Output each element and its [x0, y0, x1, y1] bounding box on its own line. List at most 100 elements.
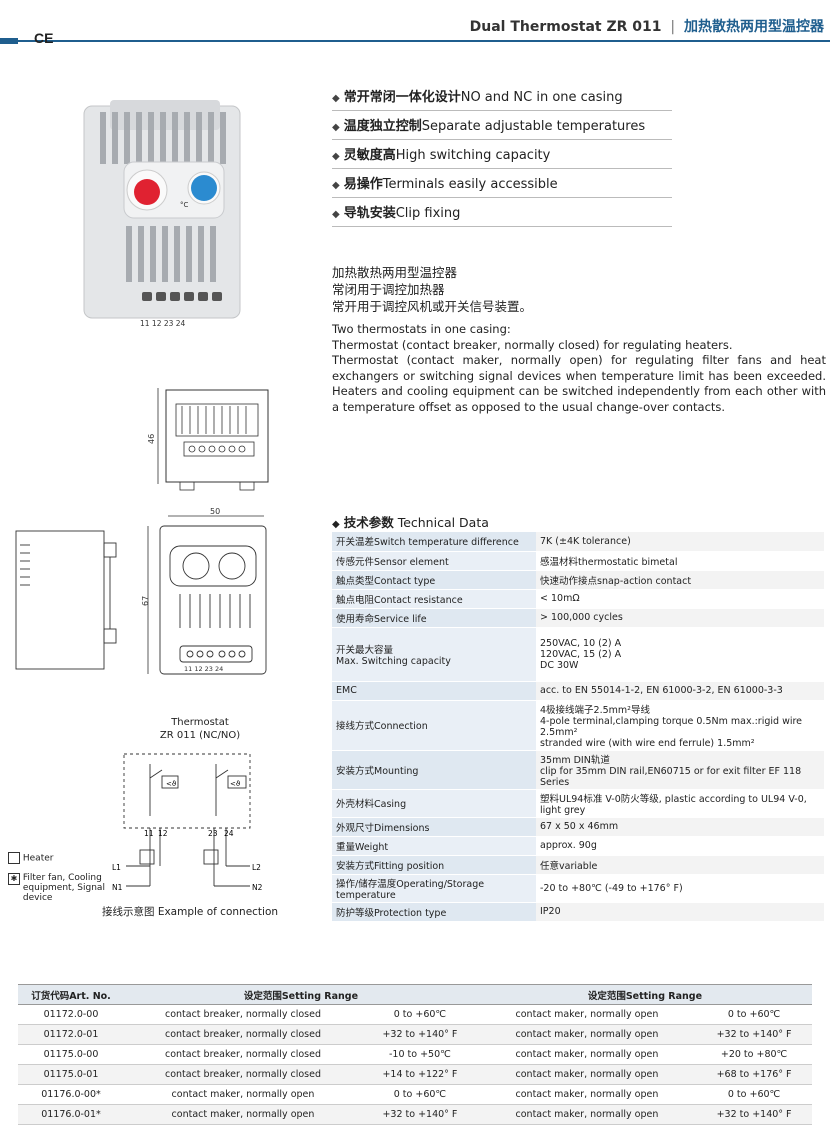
- tech-value-line: 67 x 50 x 46mm: [540, 821, 619, 832]
- feature-zh: 导轨安装: [343, 206, 396, 221]
- tech-value-line: 7K (±4K tolerance): [540, 535, 631, 547]
- desc-zh-line: 加热散热两用型温控器: [332, 265, 458, 280]
- tech-key: 重量Weight: [332, 836, 536, 856]
- page-title: Dual Thermostat ZR 011 | 加热散热两用型温控器: [470, 16, 824, 36]
- feature-zh: 常开常闭一体化设计: [343, 90, 461, 105]
- order-cell: contact breaker, normally closed: [124, 1004, 362, 1025]
- tech-value-line: > 100,000 cycles: [540, 612, 623, 623]
- tech-key: 触点类型Contact type: [332, 570, 536, 590]
- theta-right: <ϑ: [230, 780, 240, 788]
- tech-row: 触点电阻Contact resistance< 10mΩ: [332, 589, 824, 609]
- tech-value-line: 任意variable: [540, 860, 598, 872]
- front-terminals: 11 12 23 24: [184, 665, 223, 673]
- legend-fan: ✱ Filter fan, Cooling equipment, Signal …: [8, 873, 112, 903]
- desc-zh-line: 常闭用于调控加热器: [332, 282, 445, 297]
- legend-heater: Heater: [8, 852, 53, 864]
- order-cell: +32 to +140° F: [361, 1024, 478, 1045]
- order-cell: contact breaker, normally closed: [124, 1064, 362, 1085]
- feature-item: ◆导轨安装Clip fixing: [332, 204, 672, 227]
- tech-key: 使用寿命Service life: [332, 608, 536, 628]
- tech-value: > 100,000 cycles: [536, 608, 824, 628]
- fan-icon: ✱: [8, 873, 20, 885]
- order-cell: 0 to +60℃: [696, 1004, 812, 1025]
- tech-value-line: 快速动作接点snap-action contact: [540, 575, 692, 587]
- diamond-bullet-icon: ◆: [332, 180, 340, 191]
- order-cell: 01172.0-00: [18, 1004, 124, 1025]
- order-table: 订货代码Art. No. 设定范围Setting Range 设定范围Setti…: [18, 984, 812, 1125]
- feature-item: ◆易操作Terminals easily accessible: [332, 175, 672, 198]
- order-header-range-2: 设定范围Setting Range: [477, 984, 812, 1005]
- feature-item: ◆温度独立控制Separate adjustable temperatures: [332, 117, 672, 140]
- diamond-bullet-icon: ◆: [332, 122, 340, 133]
- tech-title-zh: 技术参数: [343, 515, 394, 530]
- term-24: 24: [224, 829, 234, 838]
- header-rule: [0, 40, 830, 42]
- tech-value: < 10mΩ: [536, 589, 824, 609]
- tech-key: 安装方式Fitting position: [332, 855, 536, 875]
- wiring-schematic: <ϑ <ϑ 11 12 23 24 L1 N1 L2 N2: [112, 753, 263, 892]
- tech-value-line: DC 30W: [540, 659, 579, 671]
- dim-50: 50: [210, 507, 220, 516]
- dial-red-icon: [134, 179, 160, 205]
- label-L2: L2: [252, 863, 261, 872]
- schematic-caption: 接线示意图 Example of connection: [102, 906, 279, 918]
- title-separator: |: [670, 19, 676, 35]
- tech-key: 接线方式Connection: [332, 700, 536, 751]
- dim-46: 46: [148, 434, 156, 444]
- tech-value: 67 x 50 x 46mm: [536, 817, 824, 837]
- tech-row: 触点类型Contact type 快速动作接点snap-action contac…: [332, 570, 824, 590]
- tech-key: EMC: [332, 681, 536, 701]
- label-N1: N1: [112, 883, 123, 892]
- order-cell: contact maker, normally open: [477, 1044, 697, 1065]
- tech-row: 使用寿命Service life > 100,000 cycles: [332, 608, 824, 628]
- tech-value-line: 120VAC, 15 (2) A: [540, 648, 622, 660]
- order-cell: 0 to +60℃: [696, 1084, 812, 1105]
- tech-row: 安装方式Fitting position 任意variable: [332, 855, 824, 875]
- tech-value-line: 4极接线端子2.5mm²导线: [540, 704, 650, 716]
- feature-en: NO and NC in one casing: [460, 90, 623, 105]
- tech-title-en: Technical Data: [397, 515, 489, 530]
- schematic-title-line1: Thermostat: [171, 717, 229, 728]
- drawing-side: 46: [148, 388, 269, 491]
- tech-row: 操作/储存温度Operating/Storage temperature-20 …: [332, 874, 824, 903]
- order-cell: contact maker, normally open: [477, 1104, 697, 1125]
- drawing-profile: [15, 530, 117, 670]
- tech-key: 外壳材料Casing: [332, 789, 536, 818]
- order-cell: 01175.0-01: [18, 1064, 124, 1085]
- tech-value: 快速动作接点snap-action contact: [536, 570, 824, 590]
- feature-item: ◆常开常闭一体化设计NO and NC in one casing: [332, 88, 672, 111]
- order-cell: contact maker, normally open: [477, 1084, 697, 1105]
- order-cell: +68 to +176° F: [696, 1064, 812, 1085]
- dim-67: 67: [141, 596, 150, 606]
- diamond-bullet-icon: ◆: [332, 209, 340, 220]
- tech-value-line: 250VAC, 10 (2) A: [540, 637, 622, 649]
- tech-value: 任意variable: [536, 855, 824, 875]
- tech-key: 开关最大容量 Max. Switching capacity: [332, 627, 536, 682]
- desc-en-line: Two thermostats in one casing:: [332, 322, 511, 336]
- order-cell: contact maker, normally open: [477, 1064, 697, 1085]
- term-23: 23: [208, 829, 218, 838]
- order-cell: 0 to +60℃: [361, 1004, 478, 1025]
- tech-value: 7K (±4K tolerance): [536, 532, 824, 552]
- legend-heater-text: Heater: [22, 853, 54, 864]
- tech-value: acc. to EN 55014-1-2, EN 61000-3-2, EN 6…: [536, 681, 824, 701]
- tech-value-line: acc. to EN 55014-1-2, EN 61000-3-2, EN 6…: [540, 685, 783, 696]
- order-cell: 01172.0-01: [18, 1024, 124, 1045]
- feature-en: Terminals easily accessible: [382, 177, 558, 192]
- tech-value-line: IP20: [540, 906, 561, 917]
- order-cell: contact maker, normally open: [124, 1084, 362, 1105]
- desc-zh-line: 常开用于调控风机或开关信号装置。: [332, 299, 533, 314]
- order-cell: +14 to +122° F: [361, 1064, 478, 1085]
- drawing-front: 50 67 11 12 23 24: [141, 507, 267, 675]
- tech-value: approx. 90g: [536, 836, 824, 856]
- tech-value-line: 塑料UL94标准 V-0防火等级, plastic according to U…: [540, 793, 807, 816]
- schematic-title-line2: ZR 011 (NC/NO): [159, 730, 241, 741]
